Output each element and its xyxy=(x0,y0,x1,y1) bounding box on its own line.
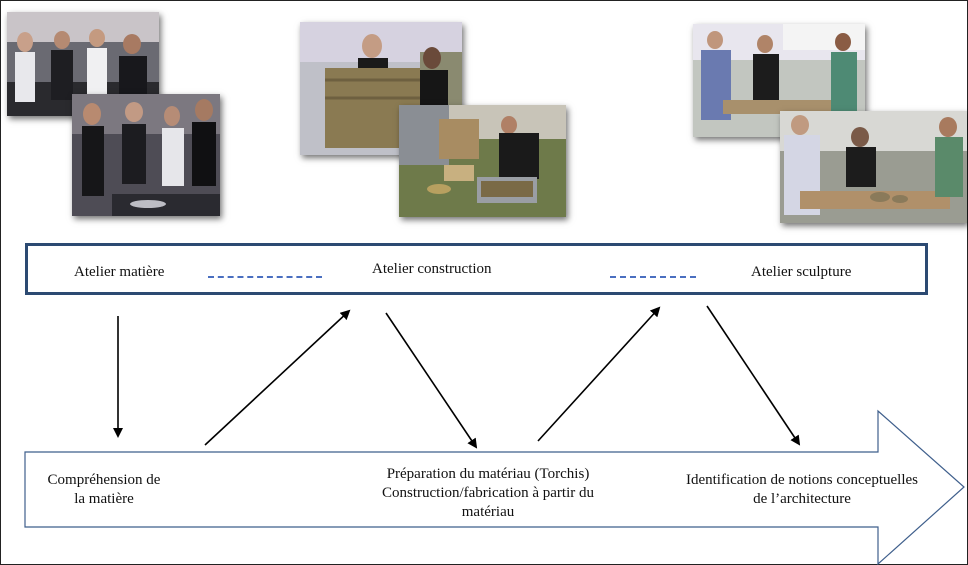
dashed-connector-2 xyxy=(610,276,696,278)
outcome-identification: Identification de notions conceptuelles … xyxy=(666,471,938,509)
outcome-comprehension-line2: la matière xyxy=(74,491,134,507)
arrow-construction-to-preparation xyxy=(385,312,478,449)
big-outcome-arrow xyxy=(24,409,965,565)
workshop-matiere-label: Atelier matière xyxy=(74,264,165,280)
outcome-comprehension: Compréhension de la matière xyxy=(38,471,170,509)
photo-construction-front xyxy=(399,105,566,217)
photo-sculpture-back xyxy=(693,24,865,137)
photo-matiere-front xyxy=(72,94,220,216)
workshop-construction-label: Atelier construction xyxy=(372,261,492,277)
workshop-sculpture-label: Atelier sculpture xyxy=(751,264,852,280)
outcome-preparation-line3: matériau xyxy=(461,504,515,520)
outcome-comprehension-line1: Compréhension de xyxy=(47,472,161,488)
outcome-identification-line1: Identification de notions conceptuelles xyxy=(685,472,918,488)
outcome-preparation-line1: Préparation du matériau (Torchis) xyxy=(386,466,590,482)
workshops-box: Atelier matière Atelier construction Ate… xyxy=(25,243,928,295)
outcome-preparation-line2: Construction/fabrication à partir du xyxy=(381,485,595,501)
outcome-identification-line2: de l’architecture xyxy=(753,491,851,507)
outcome-preparation: Préparation du matériau (Torchis) Constr… xyxy=(362,465,614,522)
arrow-comprehension-to-construction xyxy=(204,309,351,446)
photo-construction-back xyxy=(300,22,462,155)
dashed-connector-1 xyxy=(208,276,322,278)
photo-sculpture-front xyxy=(780,111,967,223)
arrow-preparation-to-sculpture xyxy=(537,306,661,442)
arrow-sculpture-to-identification xyxy=(706,305,801,446)
